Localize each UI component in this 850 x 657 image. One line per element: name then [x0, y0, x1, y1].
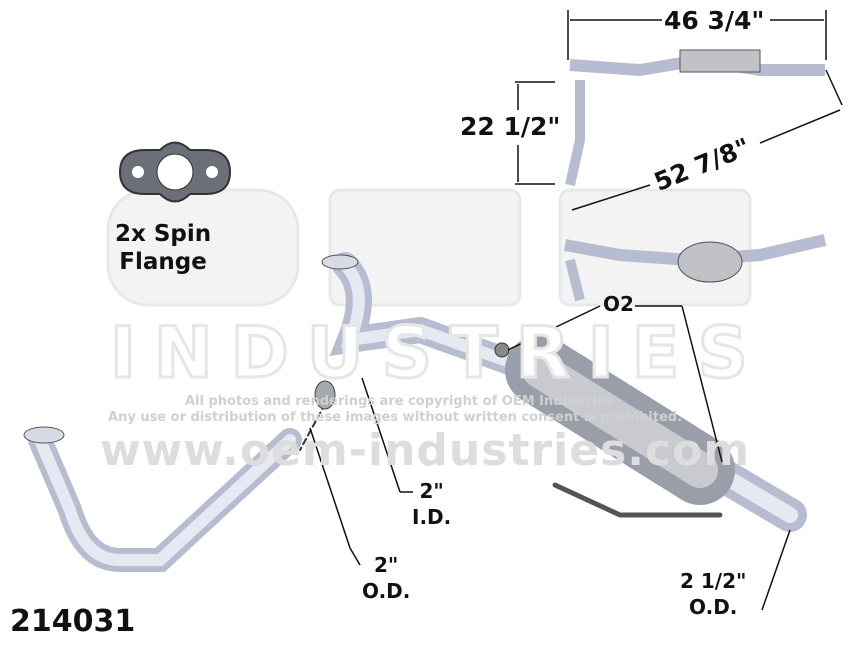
dimension-height: 22 1/2" — [460, 112, 561, 141]
inlet-flange — [321, 254, 359, 270]
main-pipe-assembly — [28, 252, 807, 572]
pipe-od-type: O.D. — [362, 579, 411, 603]
u-bolt-clamp — [314, 380, 336, 410]
watermark-industries: INDUSTRIES — [109, 312, 766, 394]
inlet-id-type: I.D. — [412, 505, 452, 529]
gasket-label-line-2: Flange — [119, 249, 207, 275]
copyright-line-2: Any use or distribution of these images … — [108, 410, 683, 425]
part-number: 214031 — [10, 604, 136, 639]
inlet-id-size: 2" — [419, 479, 444, 503]
copyright-line-1: All photos and renderings are copyright … — [185, 394, 614, 409]
pipe-od-size: 2" — [374, 553, 399, 577]
o2-callout: O2 — [603, 292, 634, 316]
gasket-label-line-1: 2x Spin — [115, 221, 212, 247]
dimension-views — [309, 10, 843, 611]
inlet-id-callout: 2" I.D. — [412, 478, 451, 530]
dimension-length: 46 3/4" — [664, 6, 765, 35]
gasket-label: 2x Spin Flange — [115, 220, 211, 276]
outlet-od-size: 2 1/2" — [680, 569, 747, 593]
spin-flange-gasket — [118, 141, 232, 203]
inlet-flange — [23, 426, 65, 444]
watermark-url: www.oem-industries.com — [100, 425, 751, 476]
outlet-od-type: O.D. — [689, 595, 738, 619]
outlet-od-callout: 2 1/2" O.D. — [680, 568, 746, 620]
watermark-logo — [106, 188, 752, 307]
pipe-od-callout: 2" O.D. — [362, 552, 410, 604]
